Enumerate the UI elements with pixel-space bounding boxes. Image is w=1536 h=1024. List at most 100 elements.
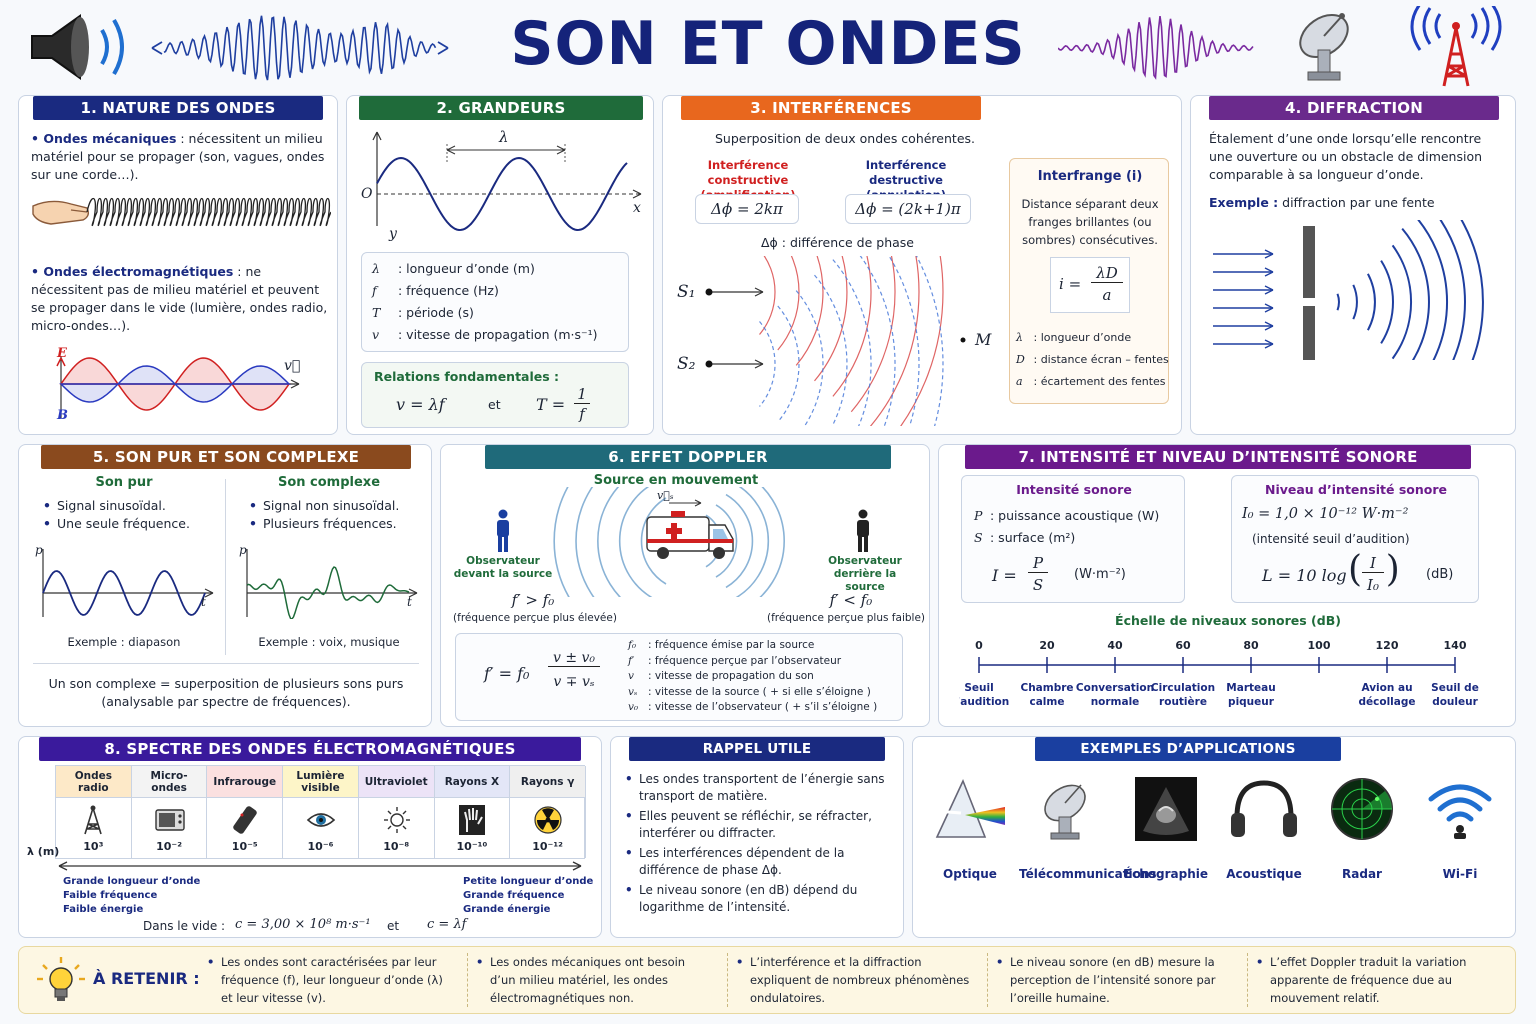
label-v: v⃗: [284, 358, 301, 374]
satellite-dish-icon: [1299, 13, 1349, 81]
label-B: B: [57, 408, 68, 423]
constructive-formula: Δϕ = 2kπ: [695, 194, 799, 224]
legend-row: v₀: vitesse de l’observateur ( + s’il s’…: [628, 700, 877, 715]
phase-label: Δϕ : différence de phase: [761, 235, 914, 250]
db-label: Circulation: [1151, 682, 1215, 694]
note: Faible fréquence: [63, 890, 158, 901]
observer-front-label: Observateur devant la source: [453, 555, 553, 580]
definition-row: v: vitesse de propagation (m·s⁻¹): [372, 325, 632, 345]
section-retenir: À RETENIR : •Les ondes sont caractérisée…: [18, 946, 1516, 1014]
interfrange-formula-box: i = λD a: [1050, 257, 1130, 313]
prism-icon: [933, 777, 1007, 847]
xray-hand-icon: [457, 804, 487, 836]
band-name: Ondes radio: [56, 766, 131, 798]
relation-v: v = λf: [396, 395, 445, 414]
i-den: a: [1102, 286, 1112, 304]
L-num: I: [1362, 554, 1384, 573]
complex-list: Signal non sinusoïdal.Plusieurs fréquenc…: [249, 497, 429, 533]
source-S1: S₁: [677, 282, 696, 302]
section-interferences: 3. INTERFÉRENCES Superposition de deux o…: [662, 95, 1182, 435]
example-desc: diffraction par une fente: [1278, 195, 1435, 210]
label-E: E: [57, 346, 67, 361]
legend-text: : vitesse de l’observateur ( + s’il s’él…: [648, 701, 878, 713]
axis-x: x: [633, 200, 641, 216]
retenir-item: • L’effet Doppler traduit la variation ap…: [1247, 953, 1493, 1007]
section-doppler: 6. EFFET DOPPLER Source en mouvement v⃗ₛ…: [440, 444, 930, 727]
t-label: t: [201, 595, 206, 609]
spectrum-arrow: [58, 861, 582, 871]
band-name: Infrarouge: [207, 766, 283, 798]
db-label: décollage: [1359, 696, 1416, 708]
definition-row: T: période (s): [372, 303, 632, 323]
i-left: i =: [1059, 275, 1082, 293]
level-title: Niveau d’intensité sonore: [1265, 482, 1447, 497]
I-unit: (W·m⁻²): [1074, 567, 1126, 582]
radio-tower-icon: [1410, 6, 1502, 87]
source-moving-title: Source en mouvement: [593, 473, 759, 488]
retenir-item: •Le niveau sonore (en dB) mesure la perc…: [987, 953, 1233, 1007]
definition-text: : fréquence (Hz): [398, 283, 499, 298]
interfrange-box: Interfrange (i) Distance séparant deux f…: [1009, 158, 1169, 404]
ultrasound-icon: [1129, 777, 1203, 847]
legend-text: : fréquence émise par la source: [648, 639, 815, 651]
spectrum-band: Ondes radio 10³: [56, 766, 132, 858]
db-label: Seuil: [964, 682, 993, 694]
satellite-dish-icon: [1031, 777, 1105, 847]
legend-row: v: vitesse de propagation du son: [628, 669, 814, 684]
legend-text: : écartement des fentes: [1030, 375, 1166, 388]
legend-row: vₛ: vitesse de la source ( + si elle s’é…: [628, 685, 871, 700]
hand-spring-illustration: [32, 197, 331, 227]
page-title: SON ET ONDES: [510, 9, 1026, 79]
definition-row: λ: longueur d’onde (m): [372, 259, 632, 279]
db-label: Conversation: [1076, 682, 1154, 694]
db-label: calme: [1030, 696, 1065, 708]
retenir-item: •Les ondes sont caractérisées par leur f…: [207, 953, 453, 1007]
em-desc: : ne nécessitent pas de milieu matériel …: [31, 264, 328, 333]
legend-text: : longueur d’onde: [1030, 331, 1132, 344]
section-title: 8. SPECTRE DES ONDES ÉLECTROMAGNÉTIQUES: [39, 737, 581, 761]
retenir-text: L’interférence et la diffraction expliqu…: [750, 955, 970, 1005]
band-lambda: 10³: [83, 840, 104, 853]
band-lambda: 10⁻⁸: [383, 840, 410, 853]
intensity-box: Intensité sonore P: puissance acoustique…: [961, 475, 1185, 603]
band-lambda: 10⁻¹⁰: [456, 840, 488, 853]
application-label: Optique: [943, 867, 997, 881]
application-label: Acoustique: [1226, 867, 1302, 881]
retenir-item: • L’interférence et la diffraction expliq…: [727, 953, 973, 1007]
c-relation: c = λf: [427, 917, 467, 932]
section-title: 3. INTERFÉRENCES: [681, 96, 981, 120]
c-et: et: [387, 919, 400, 933]
column-divider: [225, 479, 226, 655]
spectrum-band: Rayons γ 10⁻¹²: [510, 766, 586, 858]
relation-T-num: 1: [574, 385, 590, 404]
pure-example: Exemple : diapason: [67, 635, 181, 649]
list-item: Plusieurs fréquences.: [249, 515, 429, 533]
observer-front-icon: [497, 509, 509, 552]
bullet: •: [1256, 955, 1264, 969]
section-grandeurs: 2. GRANDEURS CARACTÉRISTIQUES y x O λ λ:…: [346, 95, 654, 435]
p-label-2: p: [239, 543, 247, 557]
L-paren: ( ): [1348, 549, 1400, 590]
list-item: Le niveau sonore (en dB) dépend du logar…: [625, 882, 899, 916]
band-lambda: 10⁻¹²: [532, 840, 563, 853]
db-value: 20: [1039, 639, 1055, 652]
sine-wave-graph: [372, 131, 642, 232]
relation-T-left: T =: [536, 395, 566, 414]
band-name: Rayons γ: [510, 766, 585, 798]
point-M: M: [975, 330, 992, 349]
retenir-text: L’effet Doppler traduit la variation app…: [1270, 955, 1467, 1005]
band-lambda: 10⁻⁶: [307, 840, 334, 853]
destructive-formula: Δϕ = (2k+1)π: [845, 194, 971, 224]
legend-row: λ : longueur d’onde: [1016, 329, 1131, 347]
bullet: •: [736, 955, 744, 969]
list-item: Les interférences dépendent de la différ…: [625, 845, 899, 879]
em-wave-diagram: [56, 356, 300, 418]
header: SON ET ONDES: [0, 0, 1536, 90]
db-scale: 0Seuild’audition20Chambrecalme40Conversa…: [959, 639, 1479, 708]
doppler-left: f′ = f₀: [484, 664, 530, 683]
application-item: Wi-Fi: [1411, 773, 1509, 923]
application-item: Acoustique: [1215, 773, 1313, 923]
section-diffraction: 4. DIFFRACTION Étalement d’une onde lors…: [1190, 95, 1516, 435]
